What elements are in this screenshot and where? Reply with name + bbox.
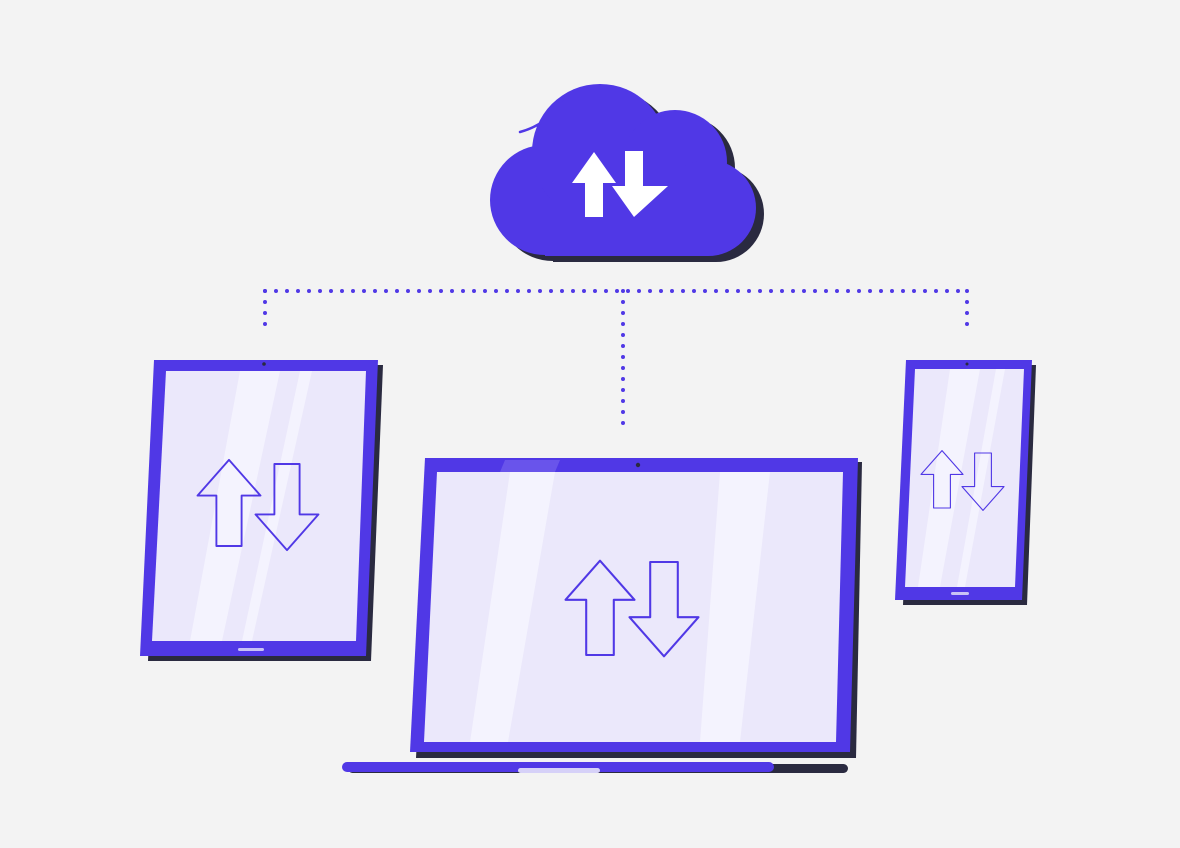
cloud-upload-download-arrows-icon (572, 151, 668, 217)
dotted-connectors (263, 289, 969, 436)
laptop-bezel-highlight (500, 460, 560, 472)
laptop-screen-glare (470, 472, 555, 742)
cloud-sparkle-dash (558, 90, 574, 104)
phone-device (895, 360, 1036, 605)
laptop-screen-glare-2 (700, 472, 770, 742)
tablet-screen-glare-2 (242, 371, 312, 641)
tablet-home-bar (238, 648, 264, 651)
cloud-body (490, 84, 756, 256)
tablet-camera (262, 362, 266, 366)
laptop-device (342, 458, 862, 773)
laptop-trackpad-notch (518, 768, 600, 773)
laptop-camera (635, 462, 641, 468)
cloud-icon (490, 84, 764, 262)
phone-home-bar (951, 592, 969, 595)
cloud-sparkle-line (518, 116, 550, 134)
tablet-device (140, 360, 383, 661)
laptop-base (342, 762, 774, 772)
tablet-screen-glare (190, 371, 280, 641)
phone-camera (965, 362, 969, 366)
phone-screen-glare-2 (957, 369, 1005, 587)
phone-screen-glare (918, 369, 980, 587)
